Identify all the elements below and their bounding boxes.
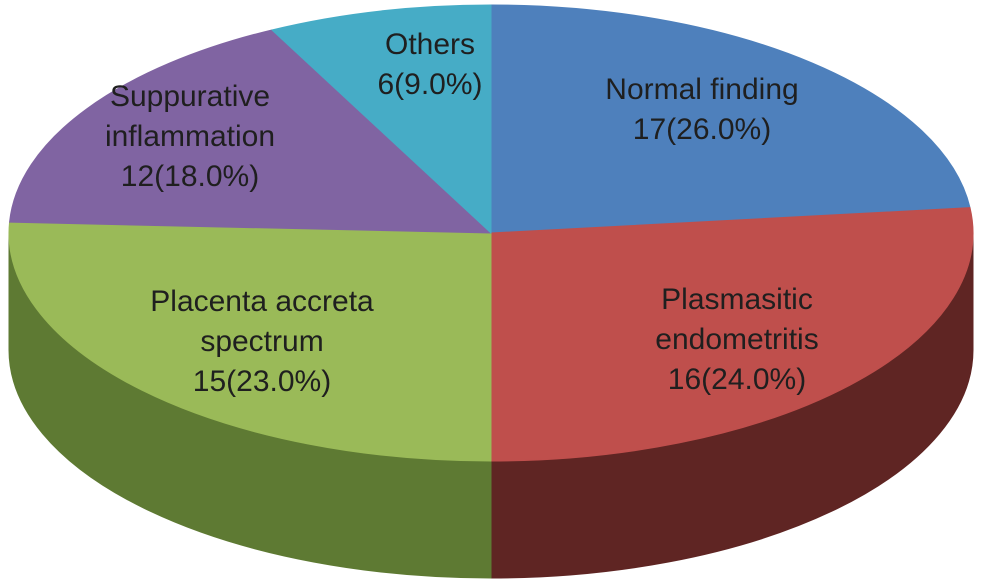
pie-slice-3 (9, 29, 492, 234)
pie-slice-4 (271, 4, 492, 234)
pie-slice-2 (8, 221, 492, 462)
pie-slice-0 (490, 4, 971, 234)
pie-slice-1 (490, 207, 974, 462)
